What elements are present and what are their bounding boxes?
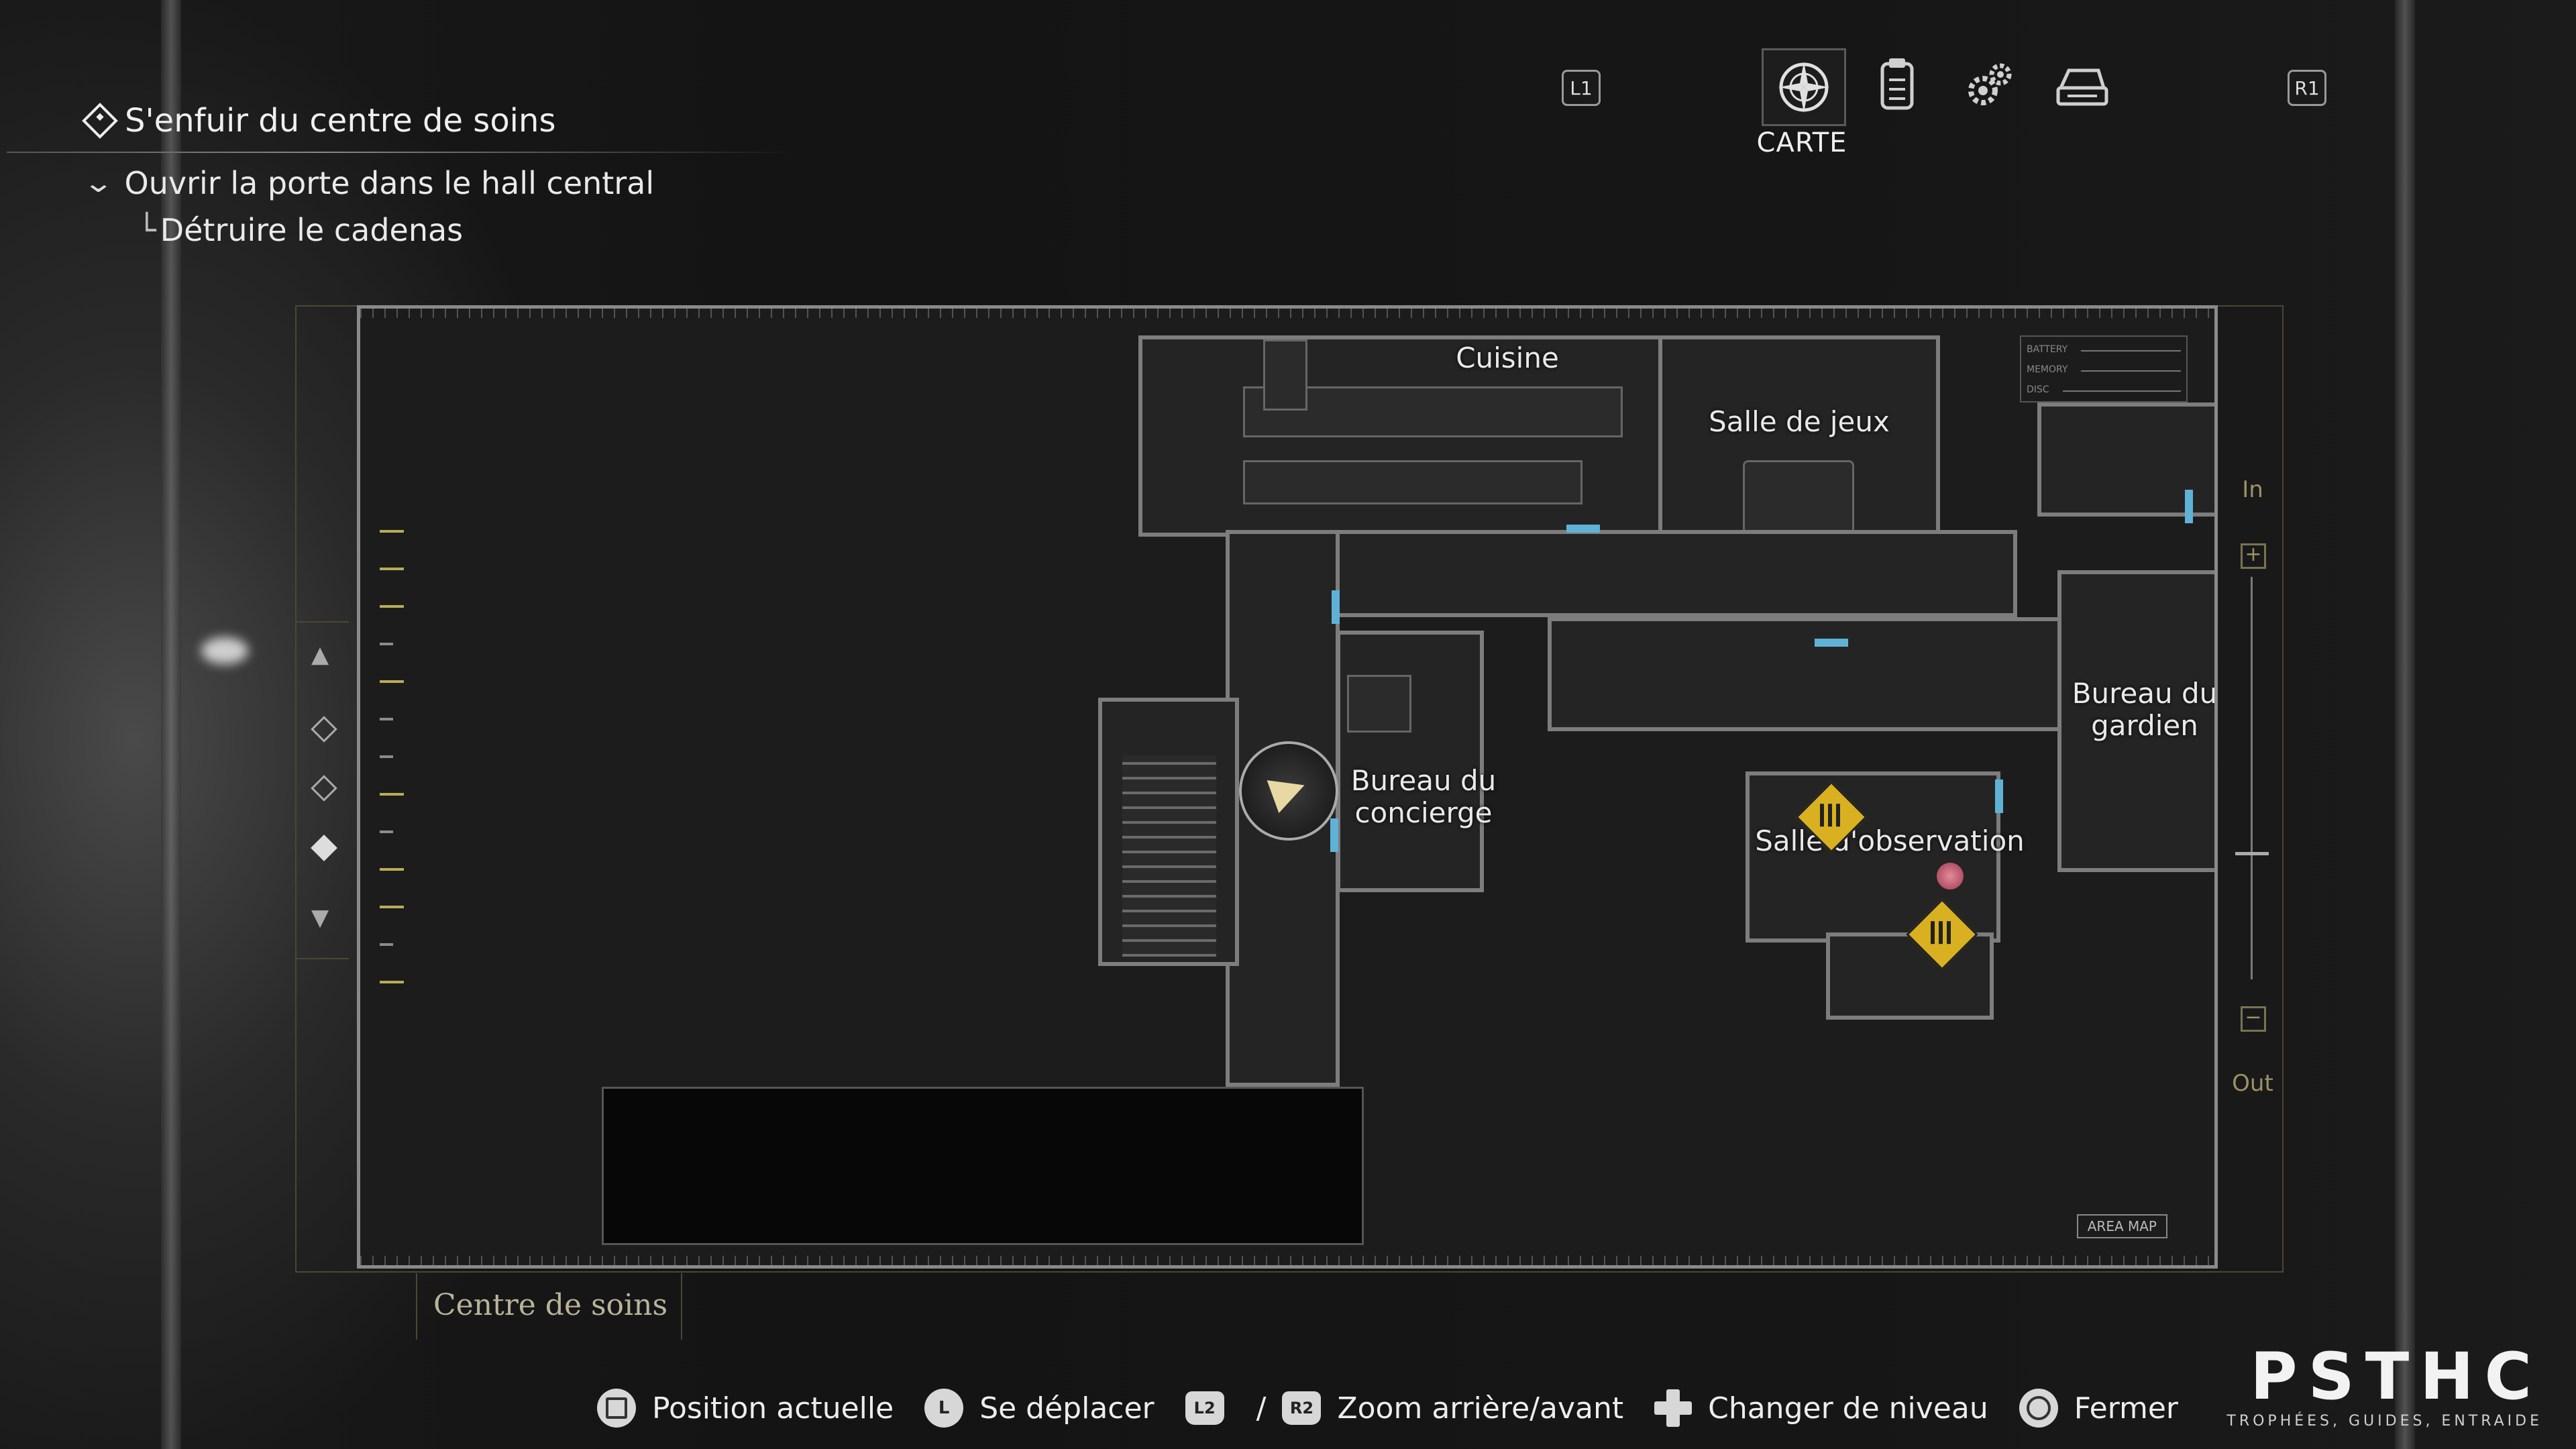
area-map-tag: AREA MAP [2076,1214,2167,1238]
sub-sub-objective-text: Détruire le cadenas [160,212,464,248]
main-objective: S'enfuir du centre de soins [82,102,556,140]
location-name: Centre de soins [416,1273,683,1340]
door-marker [1995,780,2003,813]
map-scale-ticks [380,530,407,1040]
floor-down-arrow-icon[interactable]: ▼ [311,904,329,931]
zoom-out-icon[interactable]: − [2241,1006,2266,1032]
hint-current-position-label: Position actuelle [652,1391,894,1426]
psthc-logo-text: PSTHC [2250,1339,2542,1414]
player-position-marker [1239,741,1338,841]
hint-close-label: Fermer [2074,1391,2179,1426]
tree-corner-icon: └ [138,212,156,248]
background-pillar [161,0,181,1449]
floor-level-2[interactable] [311,775,337,802]
zoom-in-icon[interactable]: + [2241,543,2266,569]
typewriter-icon [2056,68,2108,106]
hint-change-level: Changer de niveau [1654,1389,1988,1427]
hint-zoom-label: Zoom arrière/avant [1337,1391,1624,1426]
room-janitor-office[interactable] [1336,631,1484,892]
battery-label: BATTERY [2027,344,2068,355]
active-tab-label: CARTE [1756,127,1847,158]
door-marker [2185,490,2193,523]
hint-current-position[interactable]: Position actuelle [597,1389,894,1428]
device-status-box: BATTERY MEMORY DISC [2020,335,2188,402]
floor-level-current[interactable] [311,835,337,861]
door-marker [1815,639,1848,647]
sub-objective[interactable]: ⌄ Ouvrir la porte dans le hall central [83,165,655,201]
map-compass-icon [1778,62,1829,113]
zoom-track[interactable] [2251,577,2253,979]
label-observation-room: Salle d'observation [1755,824,2025,857]
zoom-in-label: In [2242,476,2263,503]
background-pillar-right [2395,0,2415,1449]
dpad-icon [1654,1389,1693,1427]
files-icon [1880,58,1914,110]
hint-move: L Se déplacer [924,1389,1155,1428]
corridor-top [1226,530,2017,617]
door-marker [1332,590,1340,624]
objective-divider [7,152,798,153]
control-hints: Position actuelle L Se déplacer L2 / R2 … [597,1389,2209,1428]
room-observation-lower [1826,932,1994,1020]
stairs [1122,755,1216,957]
gears-icon [1968,63,2012,105]
l1-key-hint[interactable]: L1 [1562,70,1601,106]
floor-level-3[interactable] [311,716,337,743]
flower-item-icon[interactable] [1937,863,1964,890]
hint-close[interactable]: Fermer [2019,1389,2178,1428]
psthc-logo-tagline: TROPHÉES, GUIDES, ENTRAIDE [2226,1413,2542,1430]
floor-up-arrow-icon[interactable]: ▲ [311,641,329,668]
disc-label: DISC [2027,384,2049,395]
room-guard-office[interactable] [2057,570,2214,872]
door-marker [1330,818,1338,852]
hint-zoom-separator: / [1256,1391,1267,1426]
label-guard-office: Bureau du gardien [2072,677,2218,742]
floor-selector[interactable]: ▲ ▼ [297,621,349,959]
tab-files[interactable] [1857,48,1937,122]
memory-label: MEMORY [2027,364,2068,375]
hint-change-level-label: Changer de niveau [1708,1391,1988,1426]
tab-inventory[interactable] [1949,48,2030,122]
label-kitchen: Cuisine [1456,341,1559,374]
r1-key-hint[interactable]: R1 [2288,70,2326,106]
left-stick-icon: L [924,1389,964,1428]
player-arrow-icon [1267,769,1311,813]
label-janitor-office: Bureau du concierge [1350,764,1497,829]
chevron-down-icon: ⌄ [83,168,115,199]
r2-trigger-icon: R2 [1282,1391,1322,1425]
psthc-logo: PSTHC TROPHÉES, GUIDES, ENTRAIDE [2194,1344,2542,1430]
zoom-slider-knob[interactable] [2235,852,2269,855]
hint-move-label: Se déplacer [979,1391,1155,1426]
zoom-control[interactable]: In + − Out [2226,463,2279,1114]
unexplored-area [602,1087,1364,1245]
zoom-out-label: Out [2232,1070,2273,1097]
square-button-icon [597,1389,636,1428]
area-map[interactable]: BATTERY MEMORY DISC Cuisine Salle de jeu… [357,305,2218,1269]
hint-zoom: L2 / R2 Zoom arrière/avant [1185,1391,1623,1426]
label-game-room: Salle de jeux [1709,405,1890,438]
door-marker [1566,525,1600,533]
sub-objective-text: Ouvrir la porte dans le hall central [124,165,655,201]
circle-button-icon [2019,1389,2058,1428]
sub-sub-objective: └Détruire le cadenas [138,212,463,248]
background-lamp [201,637,248,664]
tab-save[interactable] [2042,48,2123,122]
main-objective-text: S'enfuir du centre de soins [125,102,556,140]
l2-trigger-icon: L2 [1185,1391,1224,1425]
stairwell [1098,698,1239,966]
objective-diamond-icon [82,103,118,139]
tab-map[interactable] [1762,48,1846,126]
